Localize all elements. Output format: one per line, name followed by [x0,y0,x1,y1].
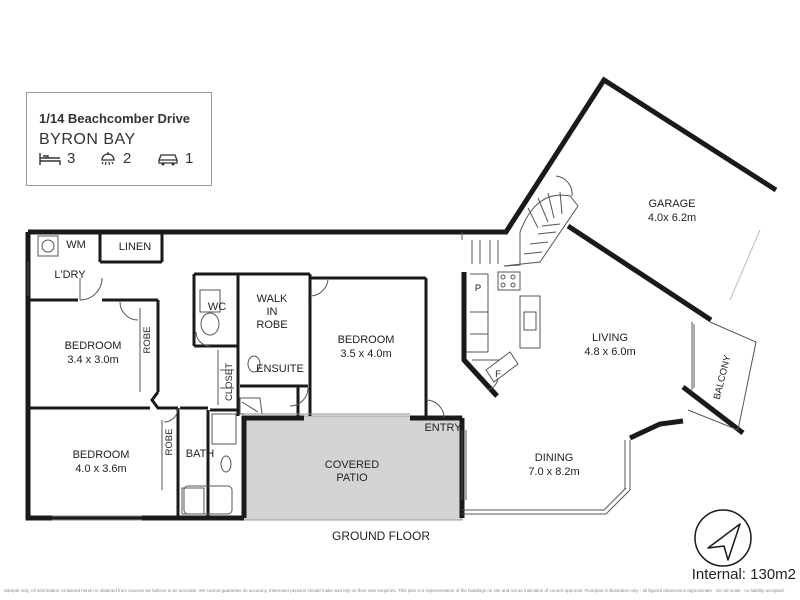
walk-in-robe-label-1: WALK [257,293,288,305]
covered-patio-label-1: COVERED [325,459,379,471]
dining-label: DINING [535,452,574,464]
fridge-label: F [495,369,501,380]
garage-size: 4.0x 6.2m [648,212,696,224]
listing-address: 1/14 Beachcomber Drive [39,111,191,126]
bedroom-3-size: 4.0 x 3.6m [75,463,126,475]
bathrooms-feature: 2 [99,150,131,167]
bedrooms-feature: 3 [39,150,75,167]
interior-walls [30,234,428,516]
disclaimer-text: Sample only. All information contained h… [4,588,785,593]
dining-size: 7.0 x 8.2m [528,466,579,478]
pantry-label: P [475,283,481,294]
north-arrow-icon [694,509,752,567]
living-size: 4.8 x 6.0m [584,346,635,358]
internal-area: Internal: 130m2 [691,566,796,583]
bedroom-3-label: BEDROOM [73,449,130,461]
car-icon [158,153,178,165]
parking-count: 1 [185,150,194,167]
door-swings [79,175,573,423]
wm-label: WM [66,239,86,251]
balcony-label: BALCONY [712,353,734,400]
parking-feature: 1 [157,150,193,167]
covered-patio-area [241,415,463,521]
listing-card: 1/14 Beachcomber Drive BYRON BAY 3 2 1 [26,92,212,186]
bed-icon [39,152,61,165]
floor-level-label: GROUND FLOOR [332,529,430,543]
closet-label: CLOSET [224,363,235,401]
walk-in-robe-label-3: ROBE [256,319,287,331]
ensuite-label: ENSUITE [256,363,304,375]
walk-in-robe-label-2: IN [267,306,278,318]
bedrooms-count: 3 [67,150,76,167]
exterior-walls [25,76,778,521]
robe-label-1: ROBE [142,327,153,354]
thin-details [27,191,761,521]
robe-label-2: ROBE [164,429,175,456]
listing-suburb: BYRON BAY [39,131,136,148]
bedroom-2-label: BEDROOM [65,340,122,352]
garage-label: GARAGE [648,198,695,210]
shower-icon [101,151,115,165]
laundry-label: L'DRY [54,269,86,281]
covered-patio-label-2: PATIO [336,472,368,484]
entry-label: ENTRY [424,422,462,434]
living-label: LIVING [592,332,628,344]
main-bedroom-label: BEDROOM [338,334,395,346]
bathrooms-count: 2 [123,150,132,167]
bedroom-2-size: 3.4 x 3.0m [67,354,118,366]
linen-label: LINEN [119,241,151,253]
bath-label: BATH [186,448,215,460]
main-bedroom-size: 3.5 x 4.0m [340,348,391,360]
wc-label: WC [208,301,226,313]
